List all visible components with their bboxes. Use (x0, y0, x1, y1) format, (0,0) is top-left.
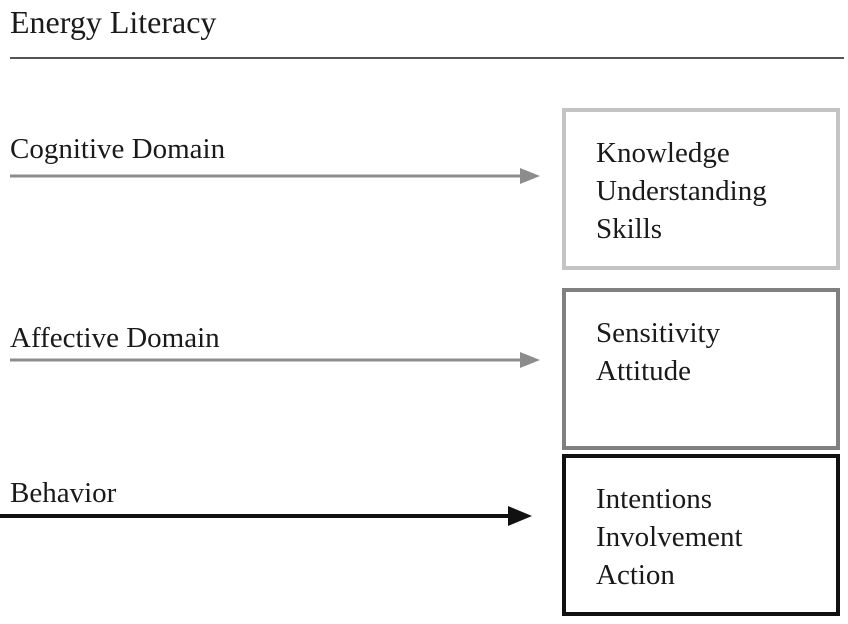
cognitive-box-items: Knowledge Understanding Skills (596, 134, 767, 248)
behavior-box: Intentions Involvement Action (562, 454, 840, 616)
behavior-arrow-head (508, 506, 532, 526)
affective-item-attitude: Attitude (596, 355, 692, 387)
affective-box: Sensitivity Attitude (562, 288, 840, 450)
cognitive-domain-label: Cognitive Domain (10, 133, 226, 165)
behavior-box-items: Intentions Involvement Action (596, 480, 743, 594)
title-rule (10, 57, 844, 59)
affective-item-sensitivity: Sensitivity (596, 317, 721, 349)
cognitive-arrow-head (520, 168, 540, 184)
behavior-item-action: Action (596, 559, 675, 591)
affective-arrow-head (520, 352, 540, 368)
cognitive-item-understanding: Understanding (596, 175, 767, 207)
affective-box-items: Sensitivity Attitude (596, 314, 720, 390)
cognitive-item-knowledge: Knowledge (596, 137, 730, 169)
affective-domain-label: Affective Domain (10, 322, 220, 354)
behavior-label: Behavior (10, 477, 117, 509)
diagram-title: Energy Literacy (10, 4, 217, 40)
behavior-item-involvement: Involvement (596, 521, 743, 553)
cognitive-item-skills: Skills (596, 213, 663, 245)
cognitive-box: Knowledge Understanding Skills (562, 108, 840, 270)
behavior-item-intentions: Intentions (596, 483, 712, 515)
